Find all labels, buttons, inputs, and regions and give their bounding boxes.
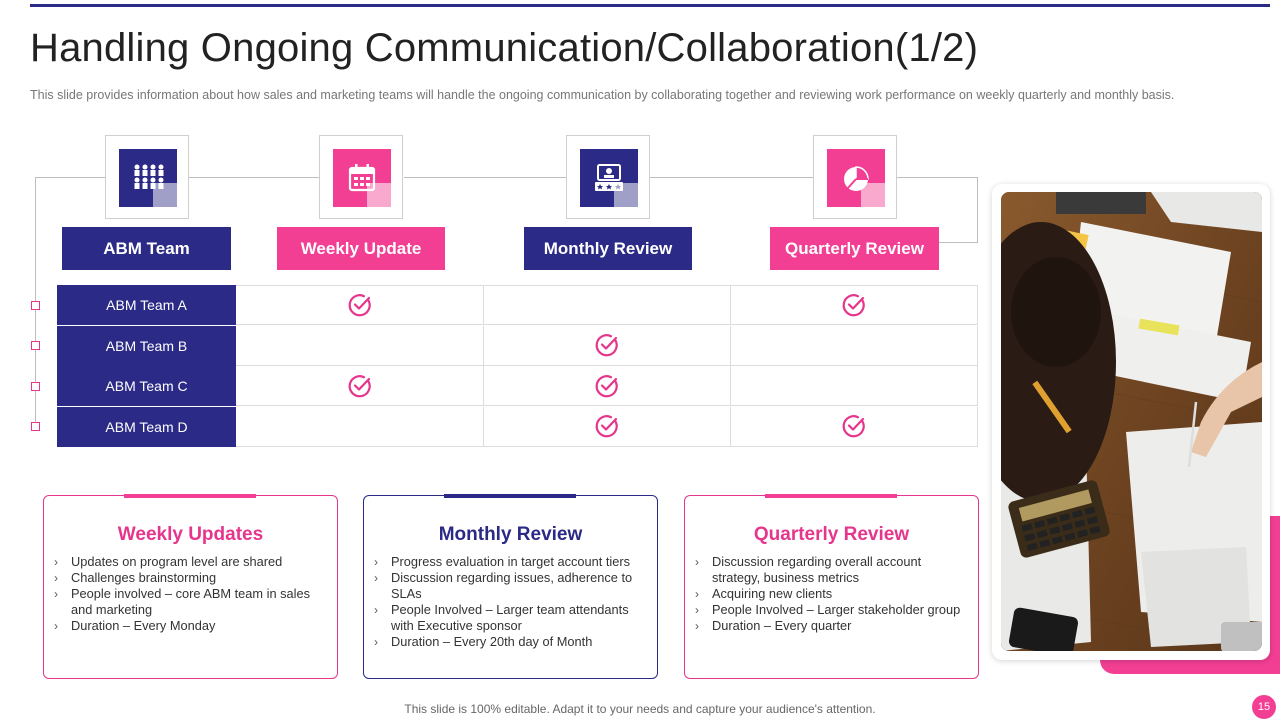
list-item: ›Discussion regarding issues, adherence …	[374, 570, 633, 601]
check-circle-icon	[842, 293, 865, 316]
table-row: ABM Team A	[57, 285, 978, 325]
team-grid-icon	[119, 149, 177, 207]
connector-2-3	[404, 177, 566, 178]
review-monitor-icon	[580, 149, 638, 207]
team-grid-icon-tile	[105, 135, 189, 219]
list-item: ›Duration – Every 20th day of Month	[374, 634, 593, 649]
connector-3-4	[650, 177, 813, 178]
calendar-icon	[333, 149, 391, 207]
list-item: ›People involved – core ABM team in sale…	[54, 586, 311, 617]
connector-left-top	[35, 177, 105, 178]
list-item: ›Discussion regarding overall account st…	[695, 554, 922, 585]
check-circle-icon	[595, 334, 618, 357]
card-tab	[444, 494, 576, 498]
table-row: ABM Team B	[57, 325, 978, 366]
column-header-monthly-review: Monthly Review	[524, 227, 692, 270]
cell-quarterly	[731, 366, 978, 406]
monthly-review-card: Monthly Review ›Progress evaluation in t…	[363, 494, 658, 679]
column-header-weekly-update: Weekly Update	[277, 227, 445, 270]
card-list: ›Discussion regarding overall account st…	[695, 554, 966, 634]
card-tab	[765, 494, 897, 498]
list-item: ›Duration – Every Monday	[54, 618, 216, 633]
slide-title: Handling Ongoing Communication/Collabora…	[30, 26, 979, 70]
list-item: ›Duration – Every quarter	[695, 618, 852, 633]
top-rule	[30, 4, 1270, 7]
cell-monthly	[484, 285, 731, 325]
cell-weekly	[236, 325, 484, 366]
card-title: Weekly Updates	[117, 524, 264, 545]
table-row: ABM Team D	[57, 406, 978, 447]
row-label: ABM Team A	[57, 285, 236, 325]
check-circle-icon	[595, 415, 618, 438]
team-meeting-photo	[1001, 192, 1262, 651]
row-marker	[31, 422, 40, 431]
table-row: ABM Team C	[57, 366, 978, 406]
cell-monthly	[484, 406, 731, 447]
check-circle-icon	[348, 374, 371, 397]
cell-weekly	[236, 406, 484, 447]
list-item: ›Acquiring new clients	[695, 586, 833, 601]
list-item: ›People Involved – Larger team attendant…	[374, 602, 629, 633]
slide-footer: This slide is 100% editable. Adapt it to…	[404, 702, 876, 716]
row-marker	[31, 341, 40, 350]
schedule-table: ABM Team A ABM Team B ABM Team C ABM Tea…	[57, 285, 978, 447]
row-marker	[31, 382, 40, 391]
card-list: ›Updates on program level are shared ›Ch…	[54, 554, 325, 634]
pie-chart-icon	[827, 149, 885, 207]
cell-quarterly	[731, 406, 978, 447]
cell-quarterly	[731, 325, 978, 366]
page-number-badge: 15	[1252, 695, 1276, 719]
column-header-quarterly-review: Quarterly Review	[770, 227, 939, 270]
cell-quarterly	[731, 285, 978, 325]
card-title: Quarterly Review	[753, 524, 910, 545]
cell-weekly	[236, 366, 484, 406]
list-item: ›People Involved – Larger stakeholder gr…	[695, 602, 961, 617]
cell-monthly	[484, 366, 731, 406]
row-label: ABM Team C	[57, 366, 236, 406]
review-monitor-icon-tile	[566, 135, 650, 219]
check-circle-icon	[595, 374, 618, 397]
pie-chart-icon-tile	[813, 135, 897, 219]
row-marker	[31, 301, 40, 310]
card-title: Monthly Review	[438, 524, 583, 545]
quarterly-review-card: Quarterly Review ›Discussion regarding o…	[684, 494, 979, 679]
connector-right-bottom	[939, 242, 978, 243]
row-label: ABM Team D	[57, 406, 236, 447]
connector-right-vertical	[977, 177, 978, 242]
column-header-abm-team: ABM Team	[62, 227, 231, 270]
row-label: ABM Team B	[57, 325, 236, 366]
weekly-updates-card: Weekly Updates ›Updates on program level…	[43, 494, 338, 679]
card-tab	[124, 494, 256, 498]
check-circle-icon	[842, 415, 865, 438]
connector-1-2	[189, 177, 319, 178]
list-item: ›Updates on program level are shared	[54, 554, 283, 569]
check-circle-icon	[348, 293, 371, 316]
card-list: ›Progress evaluation in target account t…	[374, 554, 645, 650]
cell-weekly	[236, 285, 484, 325]
slide-subtitle: This slide provides information about ho…	[30, 88, 1175, 102]
list-item: ›Challenges brainstorming	[54, 570, 217, 585]
list-item: ›Progress evaluation in target account t…	[374, 554, 631, 569]
cell-monthly	[484, 325, 731, 366]
connector-right-top	[897, 177, 977, 178]
calendar-icon-tile	[319, 135, 403, 219]
